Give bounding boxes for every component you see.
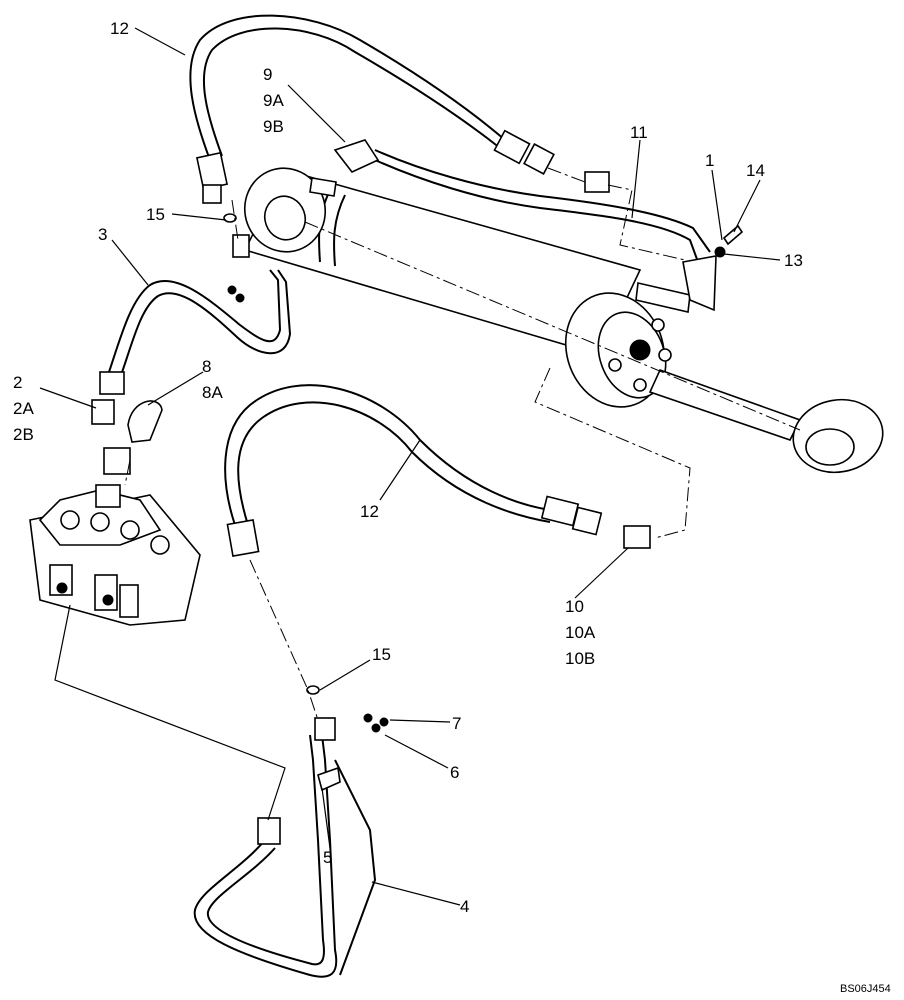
routing-lines xyxy=(124,167,801,721)
reference-code: BS06J454 xyxy=(840,983,891,995)
label-5: 5 xyxy=(323,848,332,867)
label-9: 9 xyxy=(263,65,272,84)
label-8: 8 xyxy=(202,357,211,376)
label-2a: 2A xyxy=(13,399,34,418)
valve-to-tube4-line xyxy=(54,604,286,821)
label-7: 7 xyxy=(452,714,461,733)
label-10b: 10B xyxy=(565,649,595,668)
small-fittings xyxy=(223,171,744,792)
leader-lines xyxy=(39,27,781,906)
label-12-mid: 12 xyxy=(360,502,379,521)
label-4: 4 xyxy=(460,897,469,916)
label-6: 6 xyxy=(450,763,459,782)
hose-12-upper xyxy=(189,14,555,204)
label-1: 1 xyxy=(705,151,714,170)
label-8a: 8A xyxy=(202,383,223,402)
hydraulic-cylinder xyxy=(243,167,884,474)
label-13: 13 xyxy=(784,251,803,270)
control-valve xyxy=(29,399,201,626)
label-14: 14 xyxy=(746,161,765,180)
label-9a: 9A xyxy=(263,91,284,110)
label-15-bot: 15 xyxy=(372,645,391,664)
tube-3 xyxy=(99,234,292,395)
label-9b: 9B xyxy=(263,117,284,136)
label-10a: 10A xyxy=(565,623,596,642)
tube-11 xyxy=(333,139,717,312)
label-2b: 2B xyxy=(13,425,34,444)
hose-12-lower xyxy=(224,384,603,557)
callout-labels: 12 9 9A 9B 11 1 14 13 15 3 2 2A 2B 8 8A … xyxy=(13,19,803,916)
label-12-top: 12 xyxy=(110,19,129,38)
label-2: 2 xyxy=(13,373,22,392)
label-10: 10 xyxy=(565,597,584,616)
label-11: 11 xyxy=(630,123,648,142)
label-3: 3 xyxy=(98,225,107,244)
label-15-top: 15 xyxy=(146,205,165,224)
tube-4 xyxy=(193,717,377,978)
